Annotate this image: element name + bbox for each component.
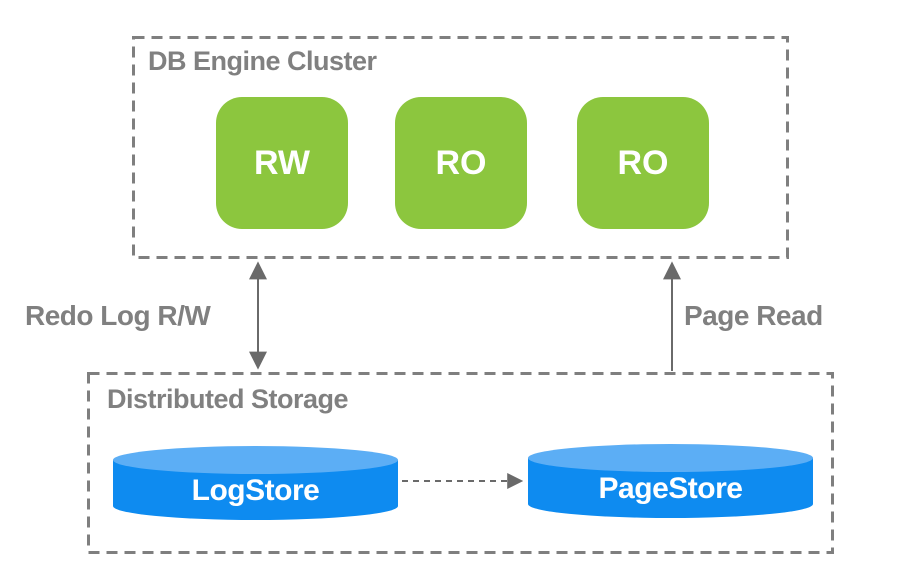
node-ro-2: RO [577, 97, 709, 229]
distributed-storage-title: Distributed Storage [107, 384, 349, 414]
node-ro-1: RO [395, 97, 527, 229]
logstore-cylinder-top [113, 446, 398, 474]
pagestore-label: PageStore [598, 472, 743, 505]
db-engine-cluster-box [132, 36, 789, 259]
pagestore-cylinder-top [528, 444, 813, 472]
node-ro-2-label: RO [617, 143, 669, 182]
logstore-label: LogStore [191, 474, 320, 507]
node-rw: RW [216, 97, 348, 229]
page-read-label: Page Read [684, 300, 823, 331]
node-rw-label: RW [253, 143, 311, 182]
redo-log-rw-label: Redo Log R/W [25, 300, 211, 331]
distributed-storage-box [87, 372, 834, 554]
pagestore-cylinder: PageStore [528, 444, 813, 518]
db-engine-cluster-title: DB Engine Cluster [148, 46, 377, 76]
node-ro-1-label: RO [435, 143, 487, 182]
logstore-cylinder: LogStore [113, 446, 398, 520]
